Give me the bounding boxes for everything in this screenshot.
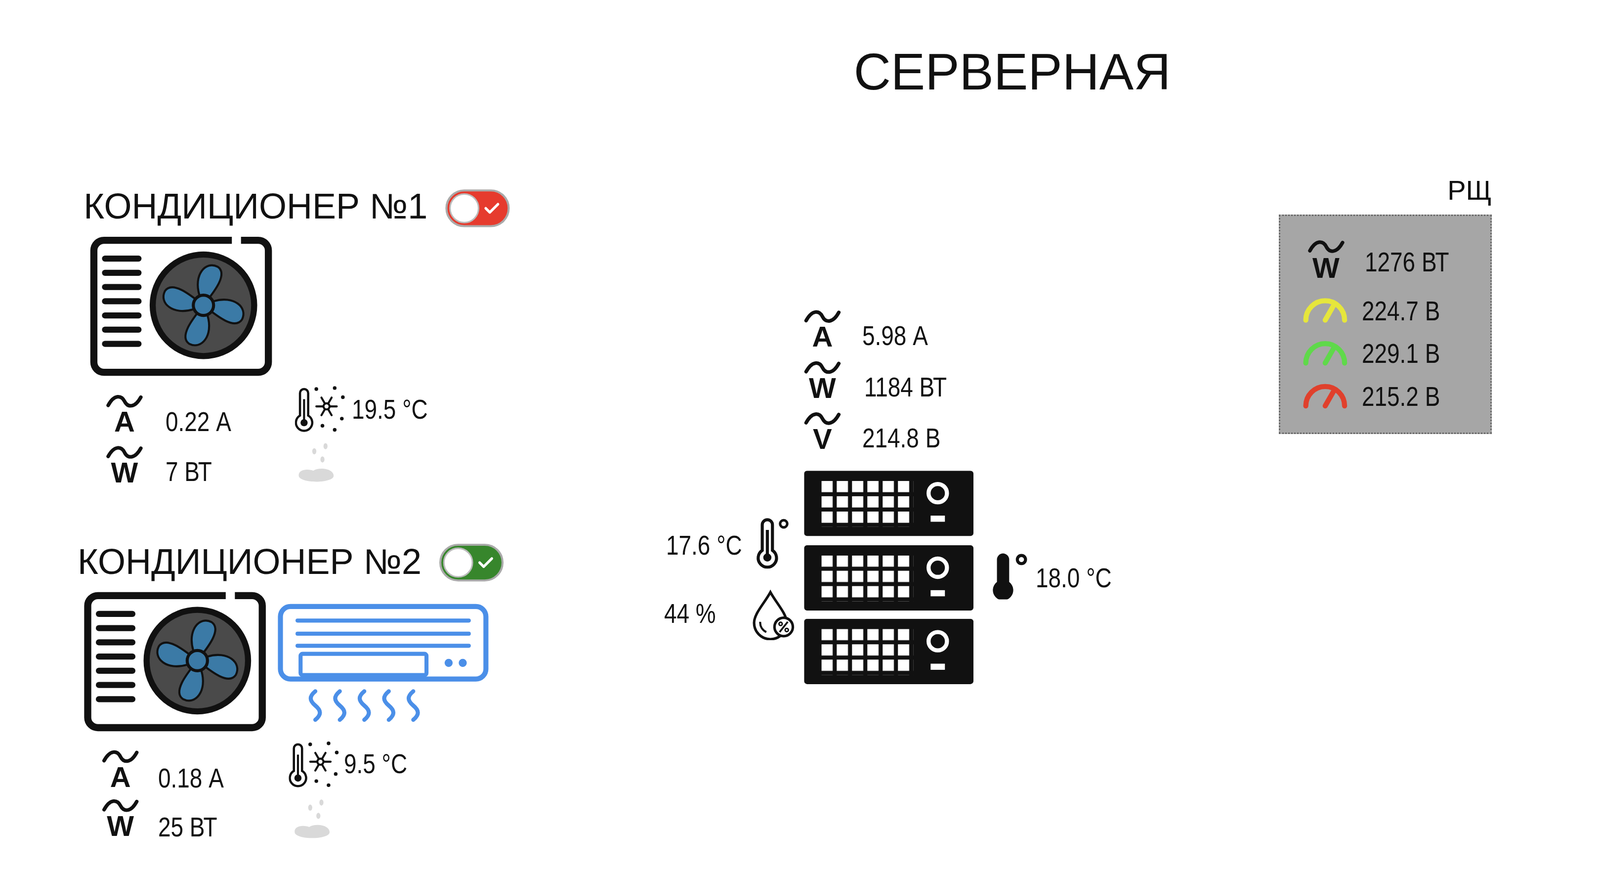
ac-tilde (104, 800, 137, 810)
ac-tilde (104, 751, 137, 761)
ac-tilde (805, 414, 839, 423)
switchboard-panel: РЩW1276 ВТ224.7 В229.1 В215.2 В (1278, 214, 1493, 434)
reading-value: 17.6 °C (666, 531, 743, 559)
reading-value: 1184 ВТ (864, 373, 947, 401)
server-unit (803, 545, 974, 611)
voltage-gauge-icon (1305, 386, 1345, 406)
unit-symbol: W (111, 458, 139, 487)
ac-tilde (805, 311, 839, 321)
airflow-waves (310, 690, 321, 720)
cooling-temp-icon (289, 741, 339, 787)
gauge-needle (1324, 348, 1334, 363)
humidity-icon (754, 591, 793, 639)
indoor-unit-icon (280, 606, 486, 679)
gauge-arc (1305, 300, 1345, 320)
leak-icon (298, 442, 335, 482)
ac-tilde (805, 362, 839, 372)
unit-symbol: A (110, 762, 131, 792)
unit-symbol: A (114, 407, 135, 436)
unit-symbol: W (808, 373, 837, 403)
reading-value: 214.8 В (862, 423, 941, 452)
outdoor-unit-icon (87, 591, 263, 728)
reading-value: 18.0 °C (1035, 563, 1112, 592)
voltage-gauge-icon (1305, 300, 1345, 320)
reading-value: 7 ВТ (165, 457, 212, 486)
ac-tilde (1309, 241, 1343, 251)
airflow-waves (383, 690, 394, 720)
reading-value: 0.18 А (158, 763, 224, 792)
reading-value: 229.1 В (1361, 339, 1440, 368)
panel-heading: РЩ (1447, 176, 1492, 205)
leak-icon (294, 799, 330, 838)
reading-value: 5.98 А (862, 321, 928, 350)
airflow-waves (310, 690, 419, 720)
ac-tilde (108, 447, 141, 457)
reading-value: 25 ВТ (158, 812, 217, 841)
unit-symbol: W (1312, 253, 1340, 283)
reading-value: 215.2 В (1361, 382, 1440, 411)
cooling-temp-icon (295, 385, 345, 432)
gauge-arc (1305, 386, 1345, 406)
thermometer-icon (757, 519, 788, 567)
reading-value: 1276 ВТ (1364, 248, 1450, 276)
unit-heading: КОНДИЦИОНЕР №1 (83, 188, 428, 224)
voltage-gauge-icon (1305, 343, 1345, 363)
unit-symbol: V (812, 424, 833, 454)
server-unit (803, 618, 974, 684)
unit-symbol: W (106, 811, 134, 841)
airflow-waves (335, 690, 345, 720)
server-unit (803, 470, 974, 536)
reading-value: 0.22 А (165, 407, 232, 436)
airflow-waves (359, 690, 370, 720)
reading-value: 44 % (664, 599, 716, 628)
reading-value: 9.5 °C (343, 749, 408, 778)
ac-tilde (108, 396, 141, 406)
reading-value: 224.7 В (1361, 296, 1440, 325)
gauge-needle (1324, 305, 1334, 320)
toggle-switch (440, 544, 503, 581)
airflow-waves (408, 690, 419, 720)
outdoor-unit-icon (93, 236, 269, 373)
toggle-switch (446, 190, 509, 226)
thermometer-icon (992, 552, 1026, 600)
gauge-arc (1305, 343, 1345, 363)
gauge-needle (1324, 391, 1334, 406)
unit-heading: КОНДИЦИОНЕР №2 (77, 543, 422, 580)
page-title: СЕРВЕРНАЯ (853, 45, 1172, 98)
reading-value: 19.5 °C (351, 395, 428, 423)
unit-symbol: A (811, 322, 833, 351)
